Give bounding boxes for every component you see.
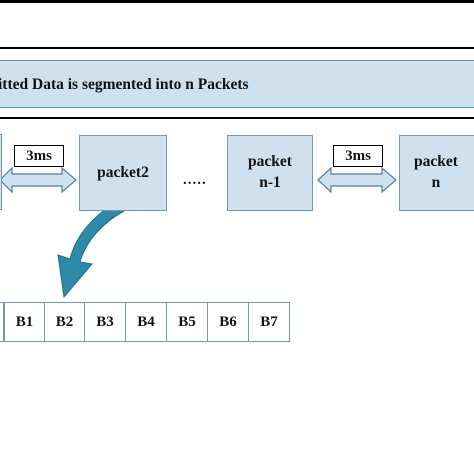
left-interval-double-arrow	[0, 166, 77, 194]
block-cell-b4: B4	[125, 302, 167, 342]
block-cell-b5: B5	[166, 302, 208, 342]
packet1-partial-box	[0, 134, 2, 210]
block-cell-b7: B7	[248, 302, 290, 342]
ellipsis: .....	[183, 172, 207, 188]
packet-n-label-line1: packet	[414, 153, 458, 171]
right-interval-double-arrow	[317, 166, 397, 194]
curved-expand-arrow	[57, 204, 126, 299]
block-cell-b6: B6	[207, 302, 249, 342]
banner-box	[0, 60, 474, 108]
packet-n-minus-1-label-line2: n-1	[259, 174, 281, 191]
block-cell-partial	[0, 302, 4, 342]
right-interval-label: 3ms	[333, 145, 383, 167]
banner-title: itted Data is segmented into n Packets	[0, 76, 249, 93]
left-interval-label: 3ms	[14, 145, 64, 167]
packet2-label: packet2	[97, 163, 149, 181]
packet-n-minus-1-box: packet n-1	[227, 135, 313, 211]
block-cell-b1: B1	[4, 302, 45, 342]
packet-n-minus-1-label-line1: packet	[248, 153, 292, 171]
block-cell-b3: B3	[84, 302, 126, 342]
block-cell-b2: B2	[44, 302, 85, 342]
top-border-line	[0, 0, 474, 3]
packet-n-label-line2: n	[431, 174, 441, 191]
packet-n-box: packet n	[399, 135, 474, 211]
packet2-box: packet2	[79, 135, 167, 211]
